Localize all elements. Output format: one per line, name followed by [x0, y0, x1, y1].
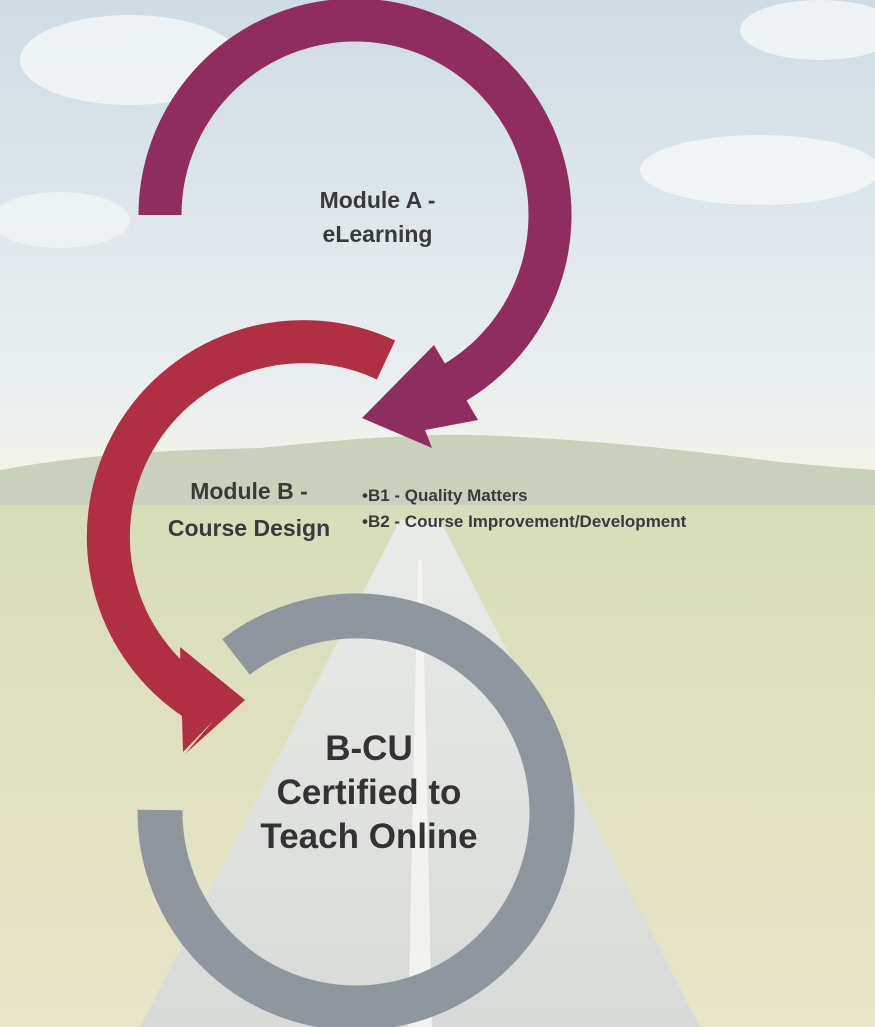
module-a-subtitle: eLearning [322, 221, 433, 247]
sub-item-b1: B1 - Quality Matters [362, 483, 686, 509]
module-a-title: Module A - [319, 187, 436, 213]
module-b-sub-items: B1 - Quality Matters B2 - Course Improve… [362, 483, 686, 535]
cloud [0, 192, 130, 248]
sub-item-b2: B2 - Course Improvement/Development [362, 509, 686, 535]
module-b-title: Module B - [190, 478, 308, 504]
road-centerline [408, 560, 432, 1027]
module-b-arc [86, 320, 396, 754]
module-a-arrowhead [362, 345, 478, 448]
module-b-arrowhead [180, 647, 245, 754]
certification-label: B-CU Certified to Teach Online [212, 727, 526, 859]
certification-ring [137, 593, 575, 1027]
certification-line-3: Teach Online [260, 817, 478, 856]
cloud [740, 0, 875, 60]
module-a-arc [138, 0, 572, 448]
module-b-label: Module B - Course Design [128, 473, 370, 547]
cloud [640, 135, 875, 205]
module-a-label: Module A - eLearning [250, 183, 505, 251]
certification-line-1: B-CU [325, 729, 413, 768]
module-b-subtitle: Course Design [167, 515, 331, 541]
certification-line-2: Certified to [276, 773, 462, 812]
